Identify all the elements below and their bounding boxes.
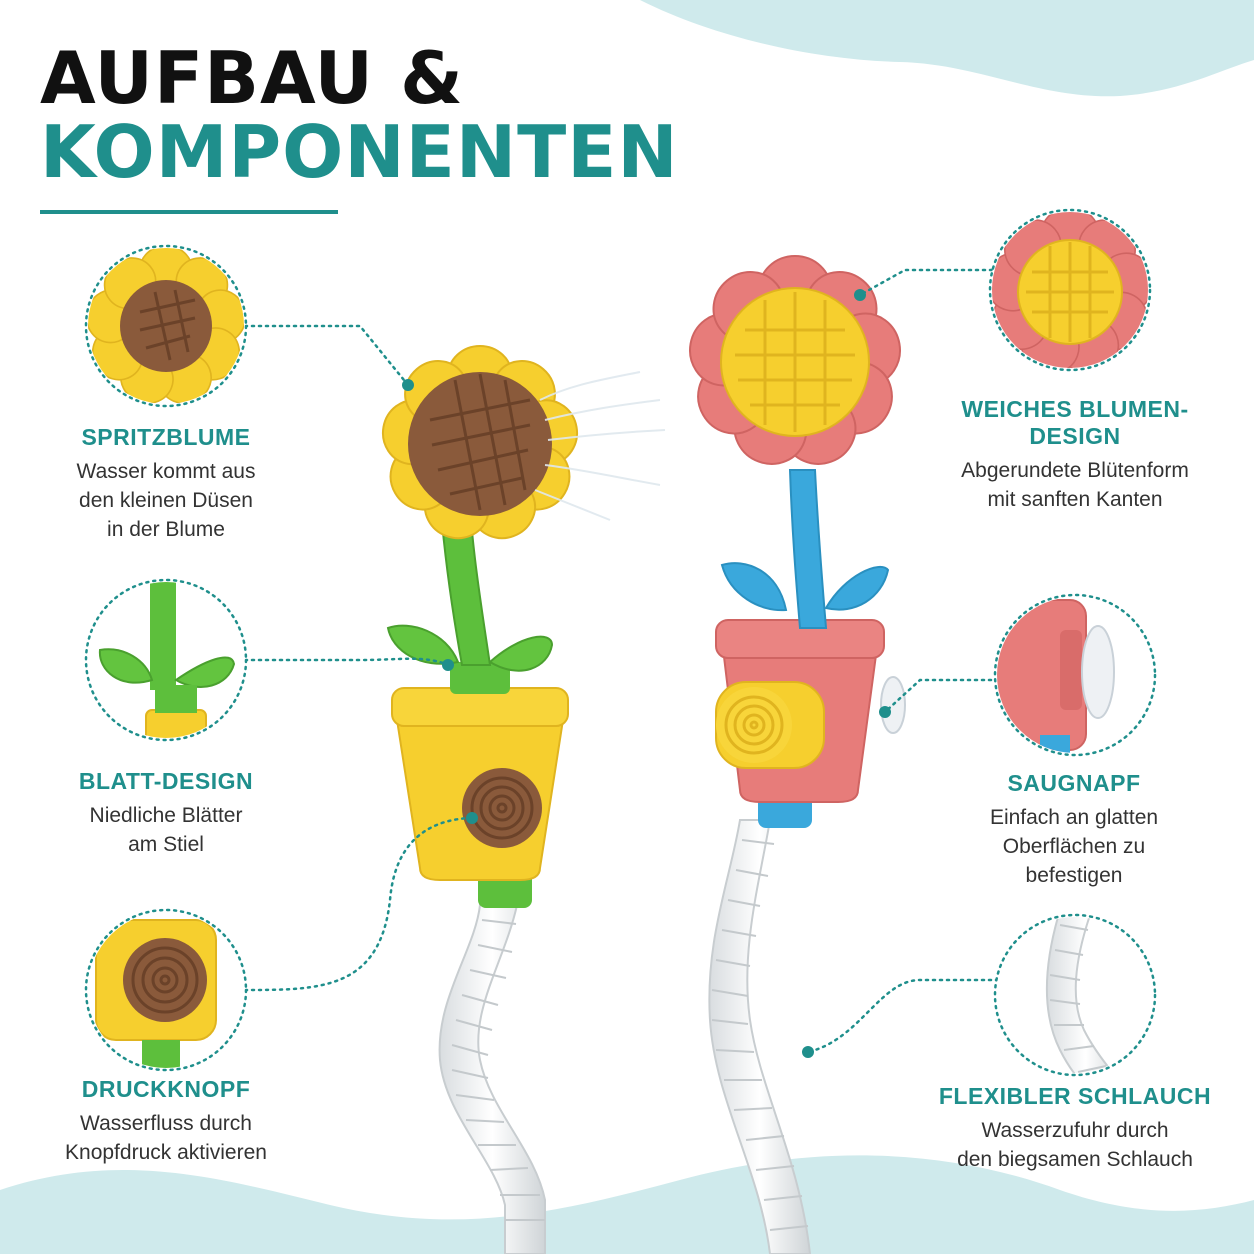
- feature-heading: BLATT-DESIGN: [78, 768, 254, 794]
- hose-icon: [993, 913, 1157, 1077]
- feature-text-line: Wasserzufuhr durch: [981, 1119, 1169, 1142]
- feature-text-line: den kleinen Düsen: [79, 489, 253, 512]
- feature-text-line: Abgerundete Blütenform: [961, 459, 1189, 482]
- feature-flexibler-schlauch: FLEXIBLER SCHLAUCH Wasserzufuhr durch de…: [930, 1083, 1220, 1174]
- bottom-wave: [0, 1155, 1254, 1254]
- title-underline: [40, 210, 338, 214]
- title-line-1: AUFBAU &: [40, 36, 464, 120]
- connector-lines: [243, 268, 1000, 1054]
- feature-saugnapf: SAUGNAPF Einfach an glatten Oberflächen …: [940, 770, 1208, 890]
- pink-flower-closeup-icon: [988, 208, 1152, 372]
- feature-heading: FLEXIBLER SCHLAUCH: [938, 1083, 1212, 1109]
- feature-heading: WEICHES BLUMEN-DESIGN: [961, 396, 1189, 449]
- pink-flower-toy: [683, 255, 907, 1254]
- top-right-wave: [640, 0, 1254, 97]
- sunflower-toy: [376, 345, 666, 1254]
- feature-text-line: Wasser kommt aus: [76, 460, 256, 483]
- sunflower-closeup-icon: [84, 244, 248, 408]
- feature-text-line: am Stiel: [128, 833, 204, 856]
- suction-cup-icon: [993, 593, 1157, 757]
- feature-heading: DRUCKKNOPF: [81, 1076, 251, 1102]
- title-line-2: KOMPONENTEN: [40, 110, 679, 194]
- feature-text-line: Einfach an glatten: [989, 806, 1159, 829]
- connector-dots: [402, 289, 891, 1058]
- feature-blumen-design: WEICHES BLUMEN-DESIGN Abgerundete Blüten…: [920, 396, 1230, 514]
- feature-heading: SAUGNAPF: [1007, 770, 1141, 796]
- feature-text-line: Wasserfluss durch: [80, 1112, 252, 1135]
- feature-text-line: befestigen: [1025, 864, 1123, 887]
- feature-text-line: Niedliche Blätter: [89, 804, 243, 827]
- feature-druckknopf: DRUCKKNOPF Wasserfluss durch Knopfdruck …: [26, 1076, 306, 1167]
- feature-heading: SPRITZBLUME: [81, 424, 251, 450]
- feature-text-line: Oberflächen zu: [1002, 835, 1146, 858]
- feature-text-line: Knopfdruck aktivieren: [65, 1141, 267, 1164]
- feature-text-line: mit sanften Kanten: [987, 488, 1163, 511]
- feature-spritzblume: SPRITZBLUME Wasser kommt aus den kleinen…: [36, 424, 296, 544]
- feature-text-line: in der Blume: [107, 518, 225, 541]
- spiral-button-icon: [84, 908, 248, 1072]
- leaf-stem-icon: [84, 578, 248, 742]
- feature-text-line: den biegsamen Schlauch: [957, 1148, 1193, 1171]
- feature-blatt-design: BLATT-DESIGN Niedliche Blätter am Stiel: [36, 768, 296, 859]
